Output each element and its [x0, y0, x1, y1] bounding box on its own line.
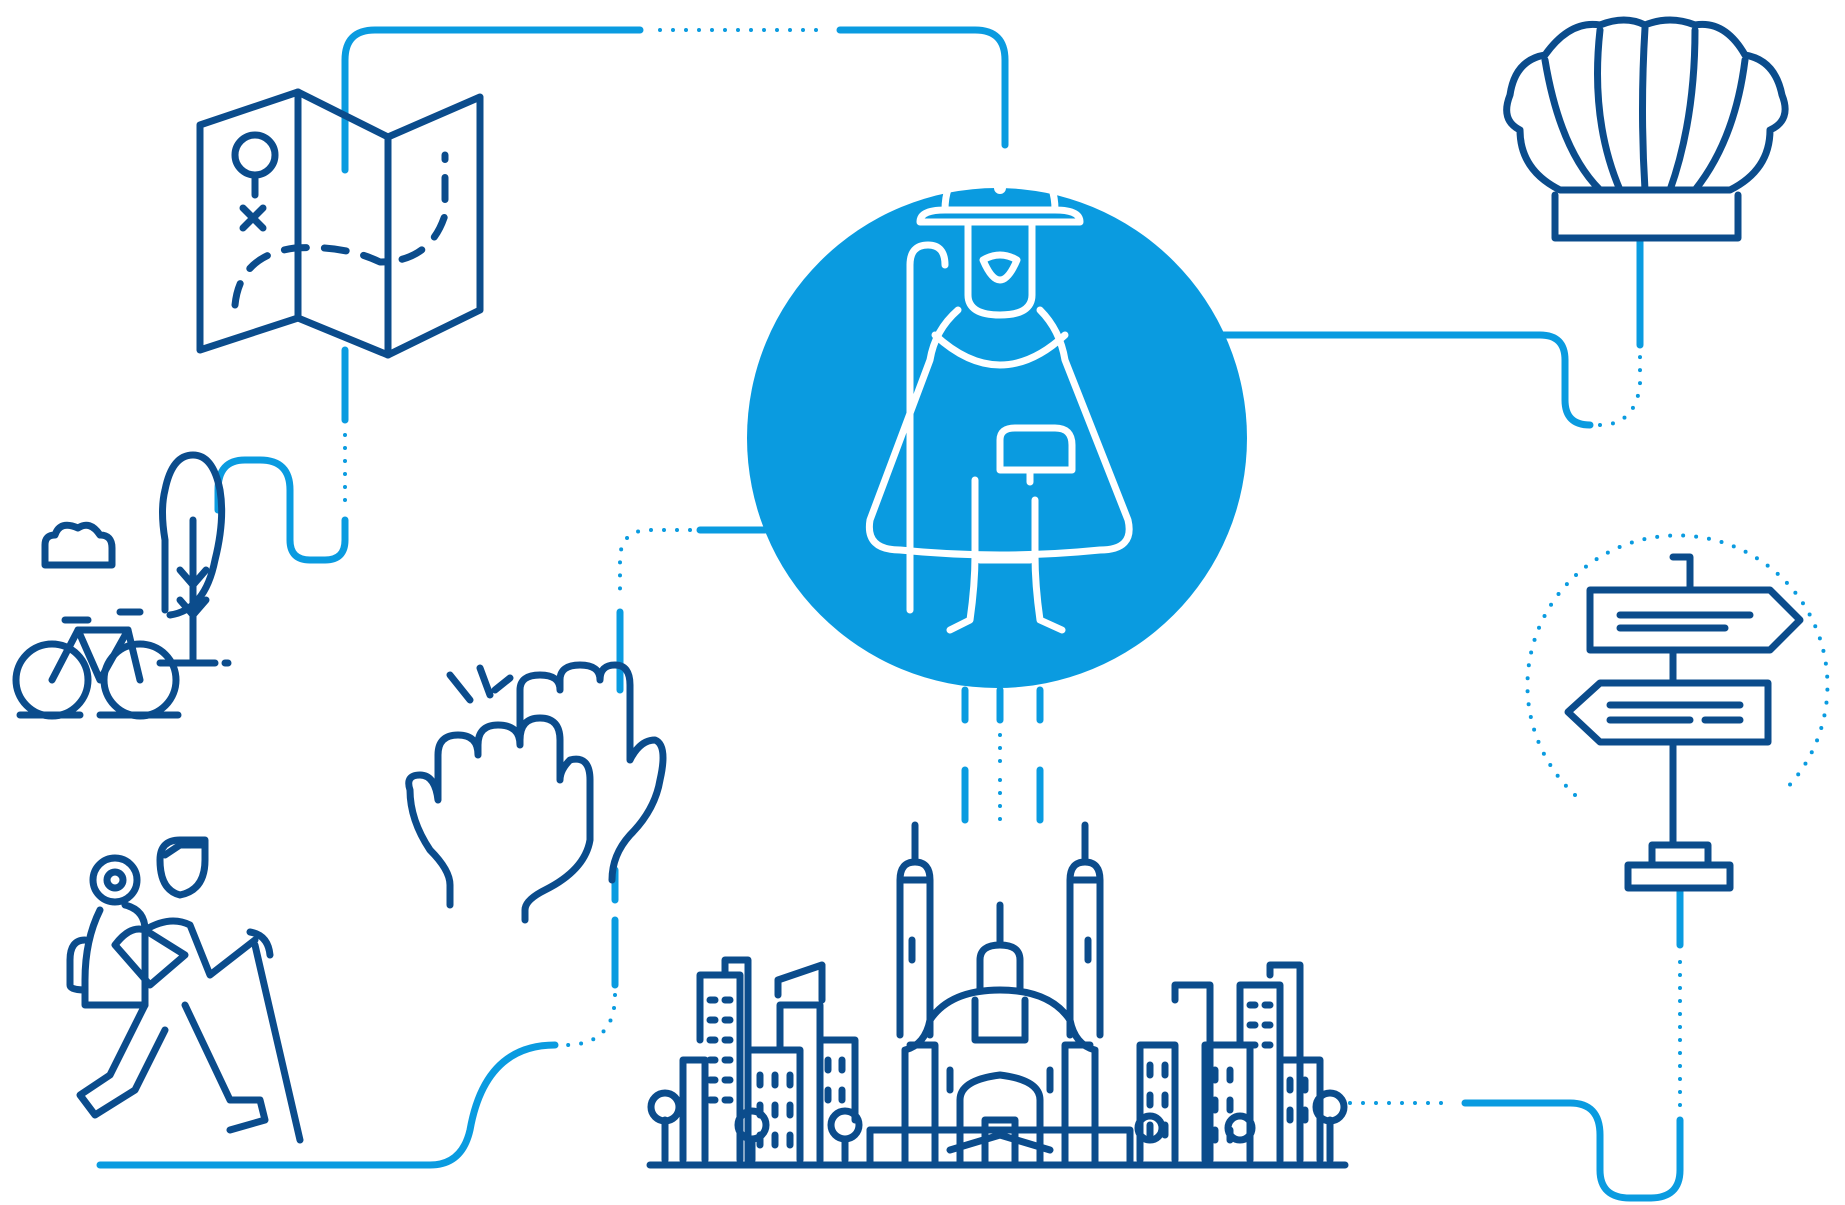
bicycle-icon	[12, 608, 182, 720]
clapping-hands-icon	[405, 661, 667, 924]
folded-map-icon	[196, 88, 484, 359]
cloud-icon	[41, 521, 116, 569]
hiker-icon	[66, 836, 304, 1144]
tree-icon	[156, 451, 232, 667]
connector-lines	[96, 26, 1830, 1202]
pilgrim-icon	[747, 156, 1247, 688]
signpost-icon	[1564, 553, 1804, 892]
scallop-shell-icon	[1503, 16, 1789, 242]
cathedral-city-icon	[646, 821, 1349, 1169]
